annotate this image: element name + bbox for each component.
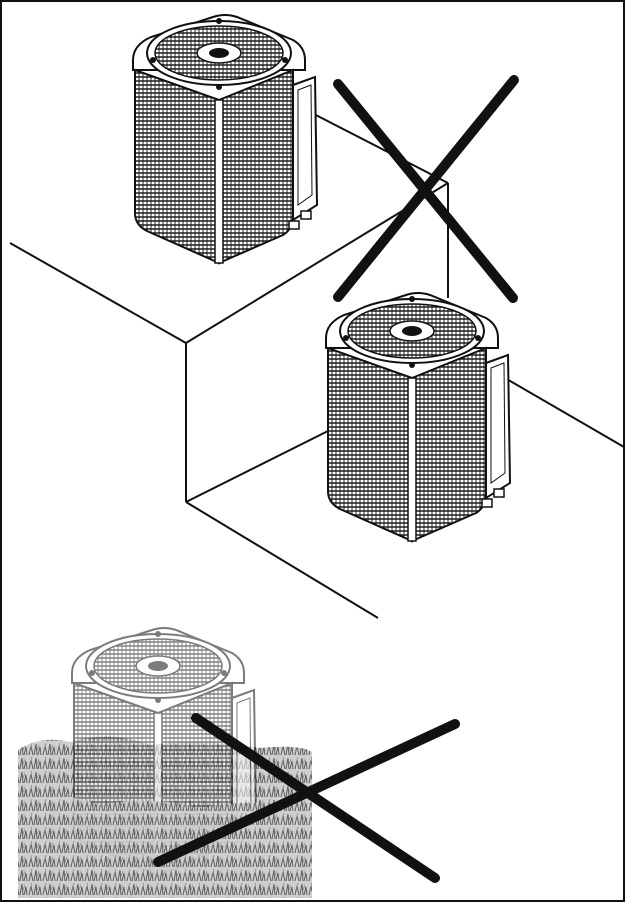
condenser-unit-top <box>132 14 318 264</box>
prohibited-cross-mark-top <box>333 75 519 303</box>
prohibited-cross-mark-bottom <box>153 713 460 883</box>
condenser-unit-middle <box>325 292 511 542</box>
